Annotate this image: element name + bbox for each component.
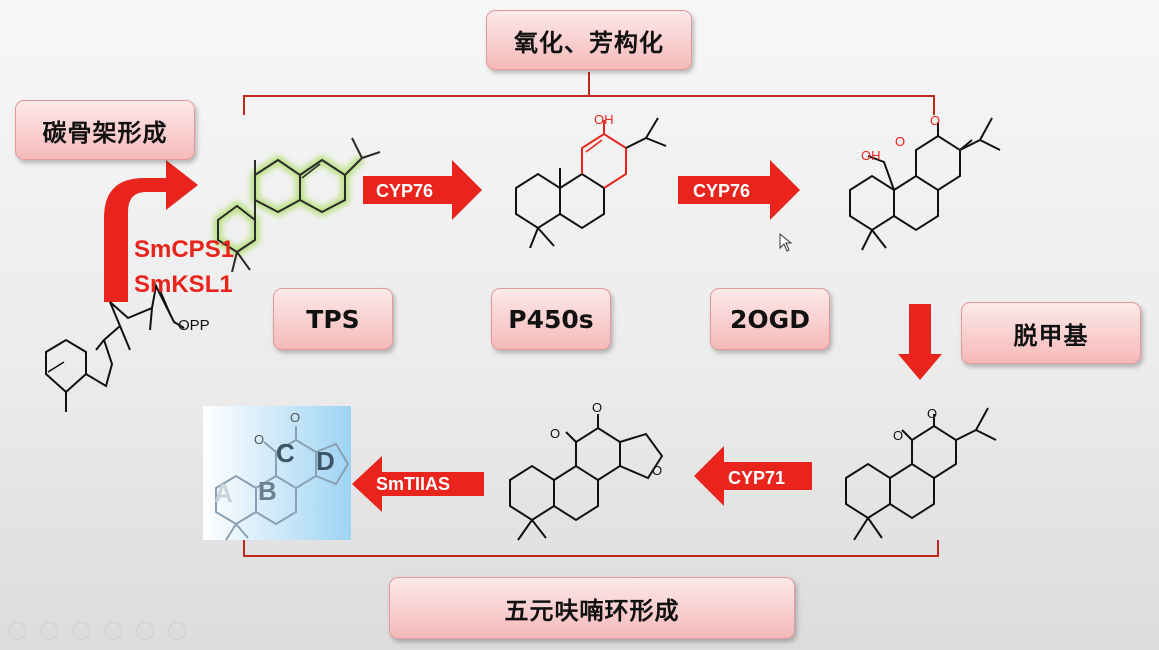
- play-icon[interactable]: [40, 622, 58, 640]
- ferruginol-molecule: [515, 168, 605, 249]
- more-icon[interactable]: [168, 622, 186, 640]
- quinone-molecule-2: [845, 407, 997, 541]
- skeleton-arrow: [104, 160, 198, 302]
- top-bracket: [243, 95, 935, 115]
- o-label-4: O: [927, 406, 937, 421]
- opp-label: OPP: [178, 317, 210, 334]
- oh-label-2: OH: [861, 148, 881, 163]
- cyp76-arrow-2: CYP76: [678, 160, 800, 220]
- o-label-3: O: [893, 428, 903, 443]
- miltiradiene-molecule: [217, 137, 381, 273]
- tps-label: TPS: [273, 288, 393, 350]
- o-label-8: O: [254, 432, 264, 447]
- p450-label: P450s: [491, 288, 611, 350]
- zoom-icon[interactable]: [136, 622, 154, 640]
- o-label-1: O: [895, 134, 905, 149]
- oxidation-aromatization-label: 氧化、芳构化: [486, 10, 692, 70]
- presentation-controls: [8, 622, 186, 640]
- prev-icon[interactable]: [8, 622, 26, 640]
- cyp76-label-1: CYP76: [376, 181, 433, 201]
- furan-intermediate-molecule: [509, 414, 664, 541]
- o-label-6: O: [592, 400, 602, 415]
- slides-icon[interactable]: [104, 622, 122, 640]
- cyp71-arrow: CYP71: [694, 446, 812, 506]
- 2ogd-label: 2OGD: [710, 288, 830, 350]
- smcps1-label: SmCPS1: [134, 236, 235, 263]
- pen-icon[interactable]: [72, 622, 90, 640]
- o-label-9: O: [290, 410, 300, 425]
- o-label-2: O: [930, 113, 940, 128]
- demethylation-label: 脱甲基: [961, 302, 1141, 364]
- smtiias-arrow: SmTIIAS: [352, 456, 484, 512]
- cyp76-arrow-1: CYP76: [363, 160, 482, 220]
- o-label-7: O: [652, 463, 662, 478]
- cyp76-label-2: CYP76: [693, 181, 750, 201]
- demethylation-arrow: [898, 304, 942, 380]
- ring-a-label: A: [214, 478, 233, 508]
- oh-label-1: OH: [594, 112, 614, 127]
- bottom-bracket: [243, 540, 939, 557]
- cyp71-label: CYP71: [728, 468, 785, 488]
- ggpp-molecule: [45, 282, 185, 412]
- furan-ring-formation-label: 五元呋喃环形成: [389, 577, 795, 639]
- ring-b-label: B: [258, 476, 277, 506]
- tanshinone-panel: O O A B C D: [203, 406, 351, 541]
- ferruginol-aromatic-ring: [581, 120, 627, 189]
- ring-c-label: C: [276, 438, 295, 468]
- smksl1-label: SmKSL1: [134, 271, 233, 298]
- o-label-5: O: [550, 426, 560, 441]
- skeleton-formation-label: 碳骨架形成: [15, 100, 195, 160]
- quinone-molecule-1: [849, 117, 1001, 251]
- mouse-cursor: [779, 232, 793, 252]
- smtiias-label: SmTIIAS: [376, 474, 450, 494]
- ring-d-label: D: [316, 446, 335, 476]
